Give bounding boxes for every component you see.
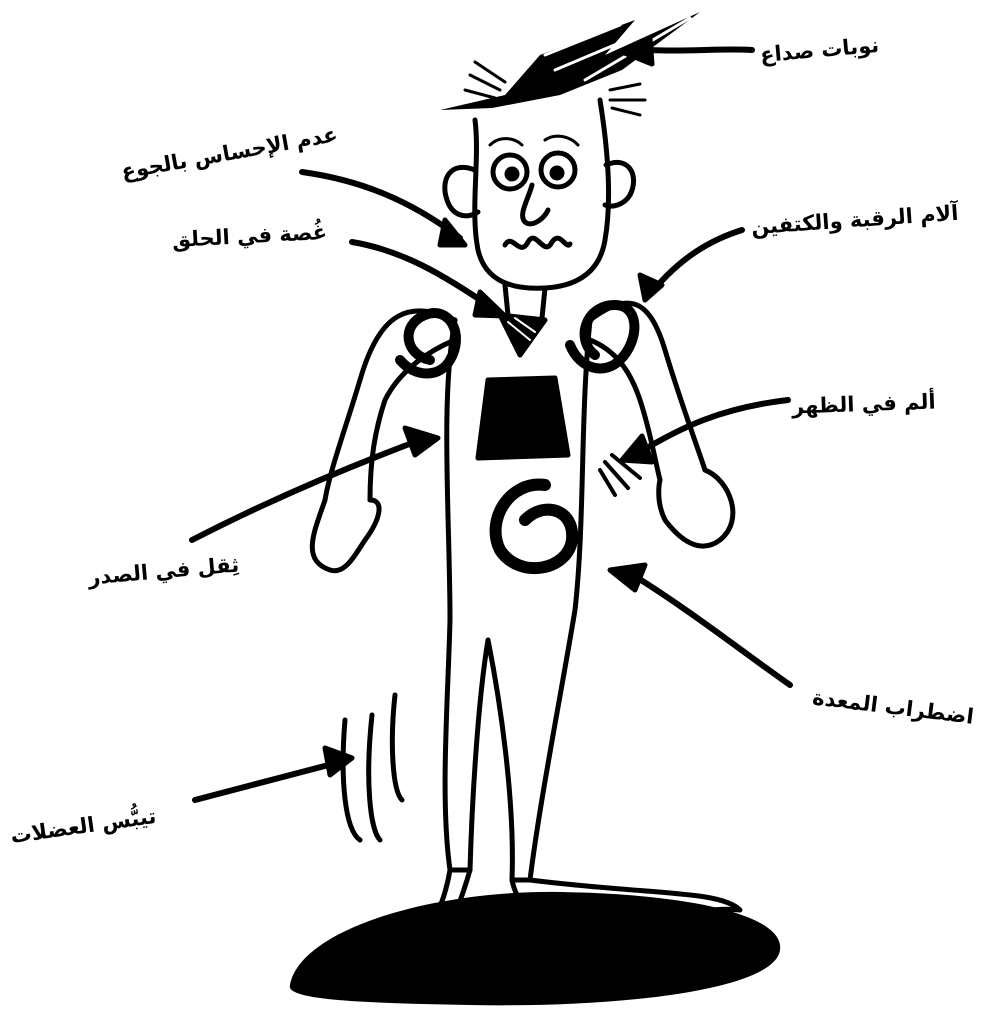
stomach-spiral — [496, 485, 573, 569]
muscle-stiffness-marks — [343, 695, 402, 840]
arrow-stomach — [610, 565, 790, 685]
arrow-headache — [622, 38, 752, 64]
arrow-throat — [352, 242, 505, 316]
left-hand — [312, 500, 379, 571]
arrow-muscles — [195, 748, 352, 800]
label-back-pain: ألم في الظهر — [792, 391, 936, 417]
right-hand — [659, 470, 733, 546]
nose — [523, 185, 548, 224]
lightning-bolt-icon — [440, 12, 700, 110]
mouth — [505, 238, 570, 247]
chest-block — [478, 378, 568, 458]
head — [475, 100, 609, 288]
arrow-neck-shoulders — [640, 230, 742, 300]
